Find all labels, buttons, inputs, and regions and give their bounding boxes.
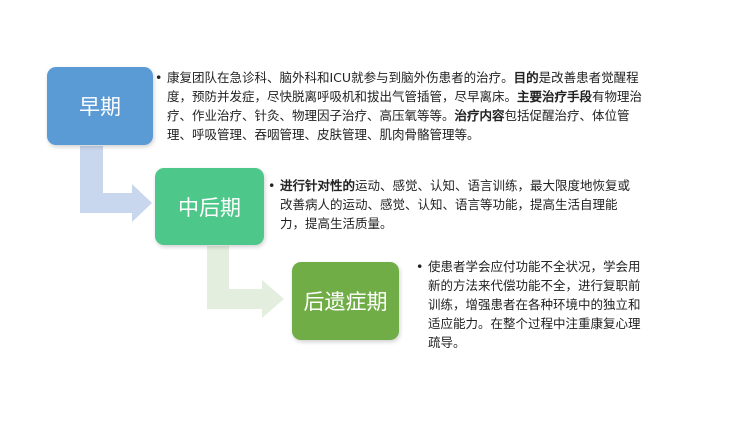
- description-keyword: 治疗内容: [454, 108, 505, 123]
- arrow-mid-to-late: [207, 246, 284, 318]
- stage-box-early: 早期: [47, 67, 153, 145]
- description-text: 包括促醒治疗、体位管理、呼吸管理、吞咽管理、皮肤管理、肌肉骨骼管理等。: [167, 108, 630, 142]
- stage-box-mid-late: 中后期: [155, 168, 264, 245]
- arrow-early-to-mid: [80, 146, 152, 222]
- description-keyword: 进行针对性的: [280, 178, 356, 193]
- stage-description-early: 康复团队在急诊科、脑外科和ICU就参与到脑外伤患者的治疗。目的是改善患者觉醒程度…: [155, 68, 647, 144]
- description-keyword: 目的: [513, 70, 539, 85]
- stage-label-early: 早期: [79, 95, 121, 119]
- description-text: 使患者学会应付功能不全状况，学会用新的方法来代偿功能不全，进行复职前训练，增强患…: [428, 259, 641, 350]
- description-text: 康复团队在急诊科、脑外科和ICU就参与到脑外伤患者的治疗。: [167, 70, 514, 85]
- stage-description-sequelae: 使患者学会应付功能不全状况，学会用新的方法来代偿功能不全，进行复职前训练，增强患…: [416, 257, 652, 352]
- stage-label-mid-late: 中后期: [178, 195, 241, 220]
- description-text: 是改善患者觉醒程度，预防并发症，尽快脱离呼吸机和拔出气管插管，尽早离床。: [167, 70, 639, 104]
- stage-box-sequelae: 后遗症期: [292, 262, 399, 340]
- description-text: 有物理治疗、作业治疗、针灸、物理因子治疗、高压氧等等。: [167, 89, 643, 123]
- stage-description-mid-late: 进行针对性的运动、感觉、认知、语言训练，最大限度地恢复或改善病人的运动、感觉、认…: [268, 176, 642, 233]
- description-text: 运动、感觉、认知、语言训练，最大限度地恢复或改善病人的运动、感觉、认知、语言等功…: [280, 178, 631, 231]
- stage-label-sequelae: 后遗症期: [303, 290, 388, 314]
- description-keyword: 主要治疗手段: [517, 89, 593, 104]
